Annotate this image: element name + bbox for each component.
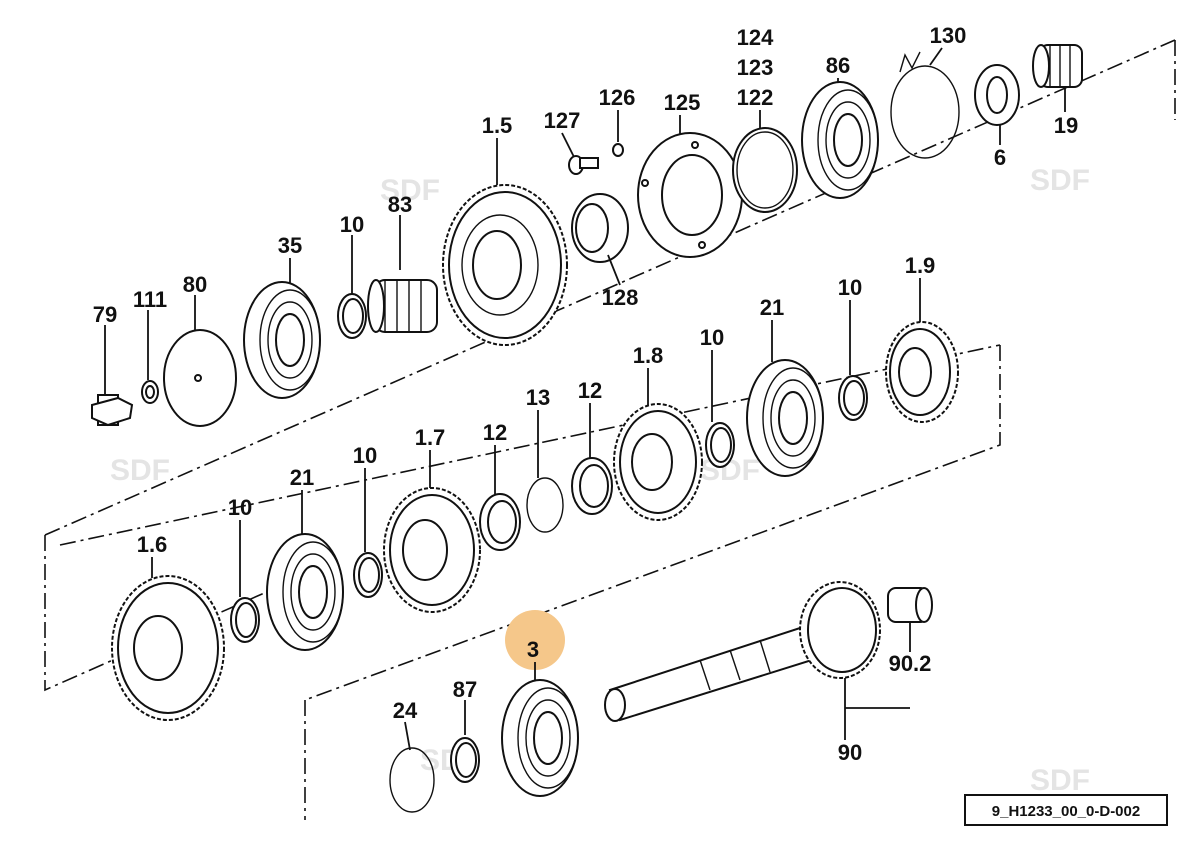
label-1.8: 1.8: [633, 343, 664, 368]
label-83: 83: [388, 192, 412, 217]
label-12: 12: [483, 420, 507, 445]
label-128: 128: [602, 285, 639, 310]
label-10: 10: [228, 495, 252, 520]
label-122: 122: [737, 85, 774, 110]
label-1.6: 1.6: [137, 532, 168, 557]
label-80: 80: [183, 272, 207, 297]
label-35: 35: [278, 233, 302, 258]
label-125: 125: [664, 90, 701, 115]
label-3: 3: [527, 637, 539, 662]
watermark-text: SDF: [110, 454, 170, 487]
part-6-shim[interactable]: [974, 64, 1020, 145]
highlight-marker: [505, 610, 565, 670]
label-21: 21: [290, 465, 314, 490]
label-24: 24: [393, 698, 418, 723]
label-1.5: 1.5: [482, 113, 513, 138]
part-127-screw[interactable]: [561, 132, 599, 175]
label-6: 6: [994, 145, 1006, 170]
reference-code-box: 9_H1233_00_0-D-002: [964, 794, 1168, 826]
part-1.6-gear[interactable]: [111, 557, 225, 721]
part-24-circlip[interactable]: [389, 721, 435, 813]
watermark-text: SDF: [1030, 764, 1090, 797]
part-19-needle-cage[interactable]: [1032, 44, 1083, 112]
part-10-ring[interactable]: [353, 468, 383, 598]
part-13-circlip[interactable]: [526, 410, 564, 533]
part-21-synchronizer[interactable]: [266, 490, 344, 651]
watermark-text: SDF: [1030, 164, 1090, 197]
part-128-bushing[interactable]: [571, 193, 629, 286]
part-130-circlip[interactable]: [890, 47, 960, 159]
part-122-ring[interactable]: [732, 110, 798, 213]
part-labels: 79 111 80 35 10 83 1.5 127 126 128 125 1…: [93, 23, 1078, 765]
part-10-ring[interactable]: [230, 520, 260, 643]
label-1.7: 1.7: [415, 425, 446, 450]
reference-code: 9_H1233_00_0-D-002: [992, 803, 1140, 820]
part-86-ball-bearing[interactable]: [801, 78, 879, 199]
label-127: 127: [544, 108, 581, 133]
label-79: 79: [93, 302, 117, 327]
label-130: 130: [930, 23, 967, 48]
label-87: 87: [453, 677, 477, 702]
label-19: 19: [1054, 113, 1078, 138]
part-79-bolt[interactable]: [91, 325, 134, 427]
label-90: 90: [838, 740, 862, 765]
part-3-bearing[interactable]: [501, 662, 579, 797]
part-125-plate[interactable]: [637, 115, 743, 258]
label-1.9: 1.9: [905, 253, 936, 278]
part-10-ring[interactable]: [337, 235, 367, 339]
label-126: 126: [599, 85, 636, 110]
label-86: 86: [826, 53, 850, 78]
label-90.2: 90.2: [889, 651, 932, 676]
part-126-pin[interactable]: [612, 110, 624, 157]
label-21: 21: [760, 295, 784, 320]
part-10-ring[interactable]: [705, 350, 735, 468]
label-10: 10: [340, 212, 364, 237]
part-111-washer[interactable]: [141, 310, 159, 404]
label-12: 12: [578, 378, 602, 403]
watermark-text: SDF: [380, 174, 440, 207]
part-83-needle-bearing[interactable]: [367, 215, 438, 333]
part-90-shaft[interactable]: [604, 581, 910, 740]
part-12-ring[interactable]: [571, 403, 613, 515]
part-1.5-gear[interactable]: [442, 138, 568, 346]
part-1.9-gear[interactable]: [885, 278, 959, 423]
part-35-bearing[interactable]: [243, 258, 321, 399]
label-10: 10: [700, 325, 724, 350]
label-10: 10: [838, 275, 862, 300]
label-10: 10: [353, 443, 377, 468]
part-87-ring[interactable]: [450, 700, 480, 783]
part-1.7-gear[interactable]: [383, 450, 481, 613]
part-12-ring[interactable]: [479, 445, 521, 551]
label-111: 111: [133, 287, 167, 312]
part-1.8-gear[interactable]: [613, 368, 703, 521]
part-80-disc[interactable]: [163, 295, 237, 427]
part-21-synchronizer[interactable]: [746, 320, 824, 477]
part-90.2-bushing[interactable]: [887, 587, 933, 652]
label-124: 124: [737, 25, 774, 50]
label-13: 13: [526, 385, 550, 410]
part-10-ring[interactable]: [838, 300, 868, 421]
label-123: 123: [737, 55, 774, 80]
